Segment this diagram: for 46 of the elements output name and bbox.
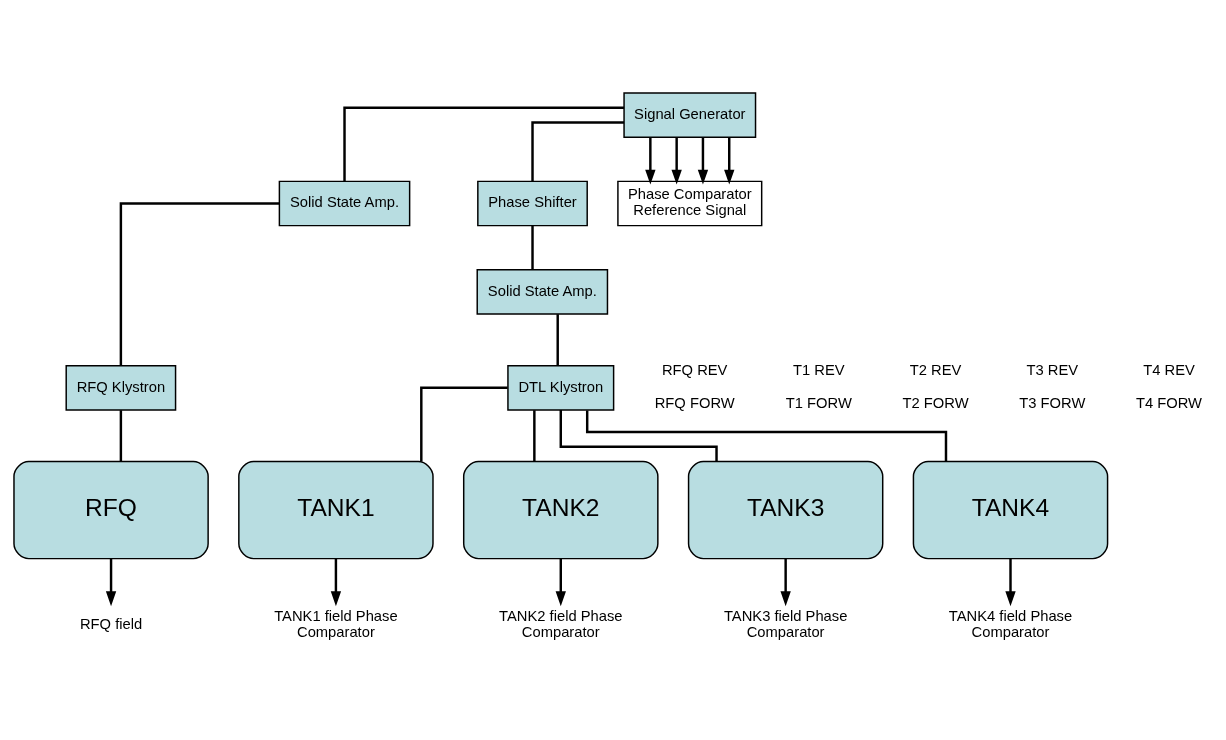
arrow	[645, 137, 656, 185]
node-box: TANK4	[912, 460, 1109, 560]
node-text: TANK4 field Phase Comparator	[948, 607, 1073, 640]
node-box: Solid State Amp.	[278, 180, 411, 227]
arrow	[671, 137, 682, 185]
label: T1 REV	[793, 362, 845, 379]
arrow	[330, 558, 342, 607]
node-box: Phase Shifter	[477, 180, 588, 227]
node-box: Phase Comparator Reference Signal	[617, 180, 763, 227]
arrow	[105, 558, 117, 607]
node-box: Signal Generator	[623, 92, 757, 138]
node-box: RFQ	[13, 460, 209, 560]
connector	[556, 314, 559, 366]
arrow	[1005, 558, 1016, 607]
label: T1 FORW	[785, 395, 852, 412]
connector	[533, 410, 536, 462]
label: T3 FORW	[1019, 395, 1086, 412]
node-text: TANK1 field Phase Comparator	[274, 607, 398, 640]
connector	[531, 225, 534, 270]
connector	[531, 121, 624, 182]
arrow	[697, 137, 709, 185]
node-text: TANK2 field Phase Comparator	[499, 607, 623, 640]
connector	[420, 386, 508, 462]
connector	[119, 410, 123, 462]
label: T2 REV	[909, 362, 962, 379]
node-text: RFQ field	[79, 615, 143, 632]
arrow	[780, 558, 791, 607]
connector	[343, 106, 625, 182]
arrow	[555, 558, 566, 607]
label: T4 REV	[1143, 362, 1195, 379]
connector	[585, 410, 948, 462]
label: T3 REV	[1026, 362, 1079, 379]
label: RFQ REV	[661, 362, 728, 379]
node-box: TANK3	[687, 460, 884, 560]
node-box: RFQ Klystron	[65, 364, 177, 411]
label: T4 FORW	[1136, 395, 1203, 412]
node-box: TANK1	[238, 460, 434, 560]
connector	[119, 202, 280, 366]
node-box: DTL Klystron	[507, 364, 615, 411]
label: T2 FORW	[902, 395, 969, 412]
arrow	[724, 137, 735, 185]
node-box: TANK2	[462, 460, 659, 560]
label: RFQ FORW	[654, 395, 735, 412]
node-text: TANK3 field Phase Comparator	[723, 607, 848, 640]
connector	[559, 410, 718, 462]
node-box: Solid State Amp.	[476, 269, 609, 315]
